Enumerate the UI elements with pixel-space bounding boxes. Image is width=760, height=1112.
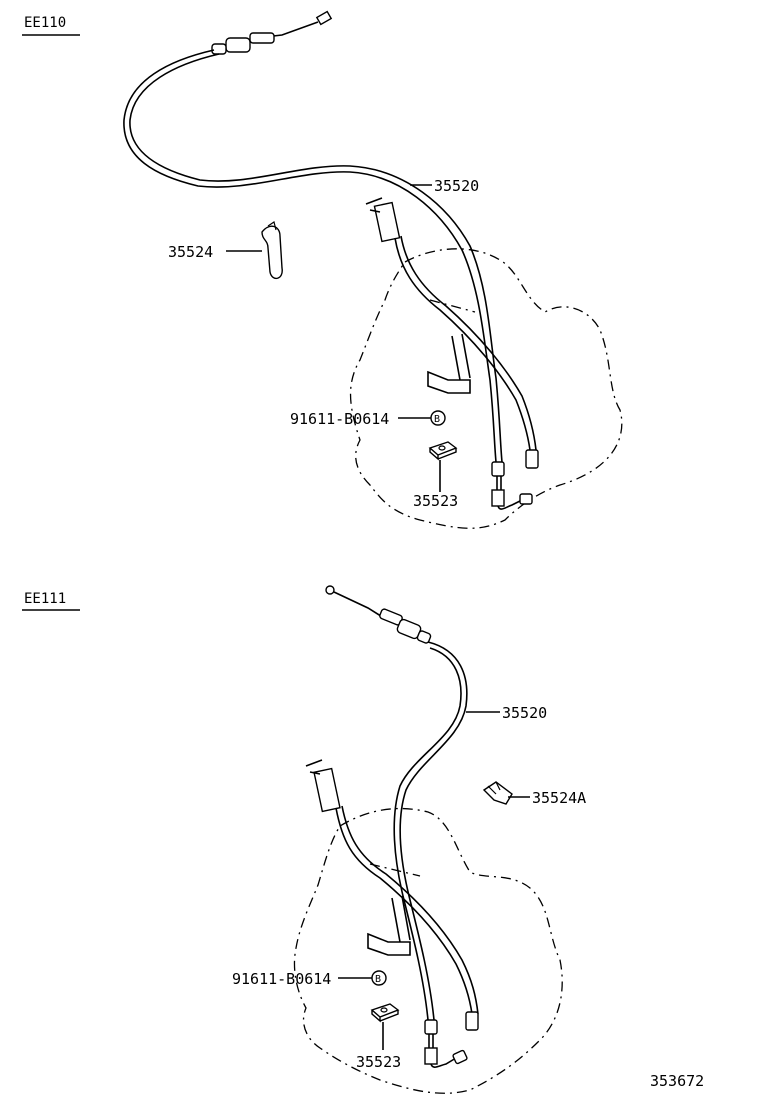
bolt-symbol: B xyxy=(371,970,387,986)
svg-text:B: B xyxy=(375,974,381,985)
svg-text:B: B xyxy=(434,414,440,425)
label-clamp: 35524A xyxy=(532,789,586,807)
section-ee111: EE111 xyxy=(22,585,586,1094)
label-cable: 35520 xyxy=(502,704,547,722)
transmission-bracket xyxy=(427,370,471,394)
bracket-arm xyxy=(391,895,411,943)
label-bracket: 35523 xyxy=(413,492,458,510)
cable-clamp-35524a xyxy=(482,781,513,805)
transmission-bracket xyxy=(367,932,411,956)
transmission-edge xyxy=(369,863,421,877)
cable-clamp-35524 xyxy=(261,221,283,279)
kickdown-cable xyxy=(305,759,479,1031)
section-title-ee110: EE110 xyxy=(24,15,66,31)
throttle-cable xyxy=(325,585,468,1068)
bracket-arm xyxy=(451,333,471,381)
transmission-edge xyxy=(429,299,476,313)
section-title-ee111: EE111 xyxy=(24,591,66,607)
bolt-symbol: B xyxy=(430,410,446,426)
label-bracket: 35523 xyxy=(356,1053,401,1071)
drawing-number: 353672 xyxy=(650,1072,704,1090)
label-cable: 35520 xyxy=(434,177,479,195)
section-ee110: EE110 xyxy=(22,10,623,529)
kickdown-cable xyxy=(365,197,539,469)
transmission-outline xyxy=(349,248,623,529)
label-bolt: 91611-B0614 xyxy=(290,410,389,428)
label-clamp: 35524 xyxy=(168,243,213,261)
throttle-cable xyxy=(123,10,533,510)
label-bolt: 91611-B0614 xyxy=(232,970,331,988)
